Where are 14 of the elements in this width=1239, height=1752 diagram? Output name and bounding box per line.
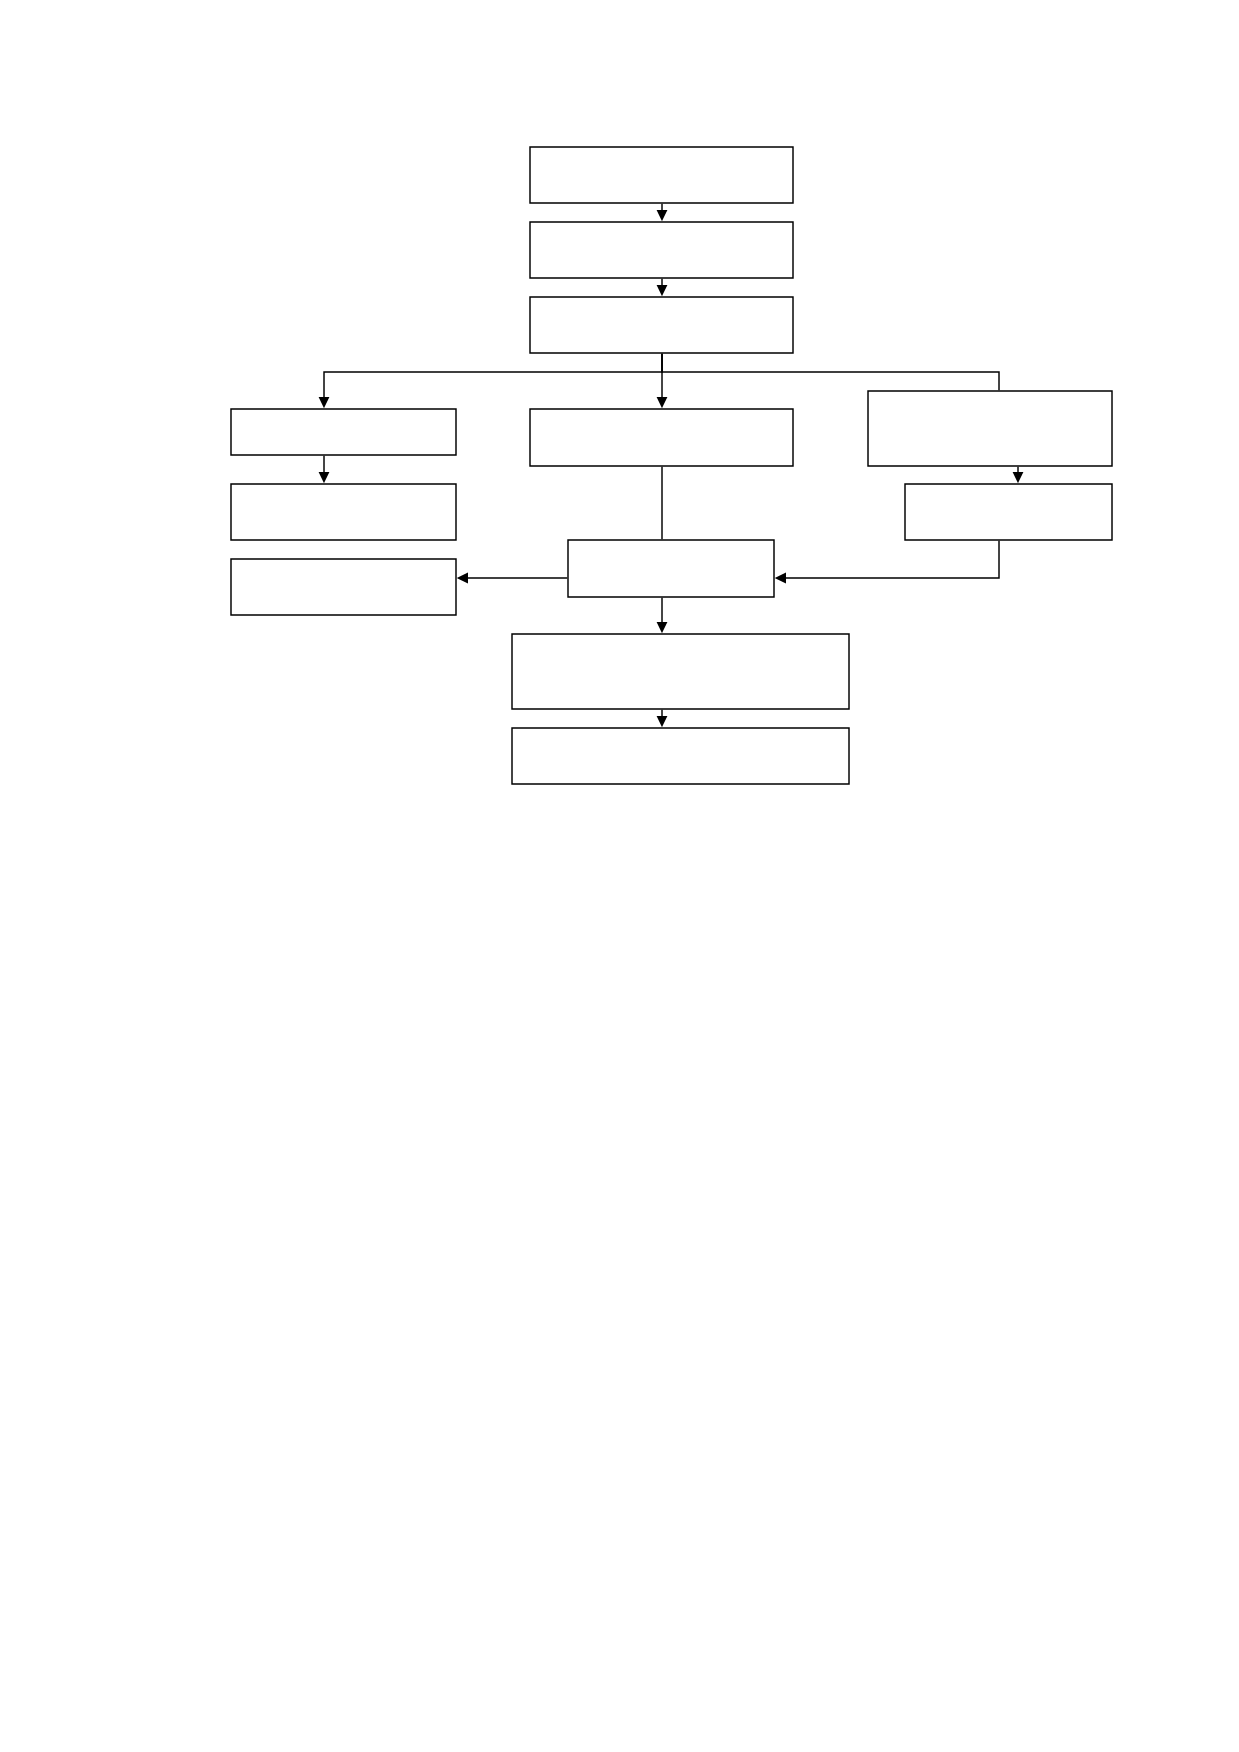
empty-box xyxy=(867,390,1113,467)
empty-box xyxy=(529,146,794,204)
connector-line xyxy=(661,466,663,540)
empty-box xyxy=(230,408,457,456)
empty-box xyxy=(511,727,850,785)
empty-box xyxy=(511,633,850,710)
empty-box xyxy=(529,408,794,467)
empty-box xyxy=(529,221,794,279)
empty-box xyxy=(529,296,794,354)
empty-box xyxy=(230,558,457,616)
empty-box xyxy=(567,539,775,598)
connector-line xyxy=(661,353,1000,391)
empty-box xyxy=(904,483,1113,541)
empty-box xyxy=(230,483,457,541)
